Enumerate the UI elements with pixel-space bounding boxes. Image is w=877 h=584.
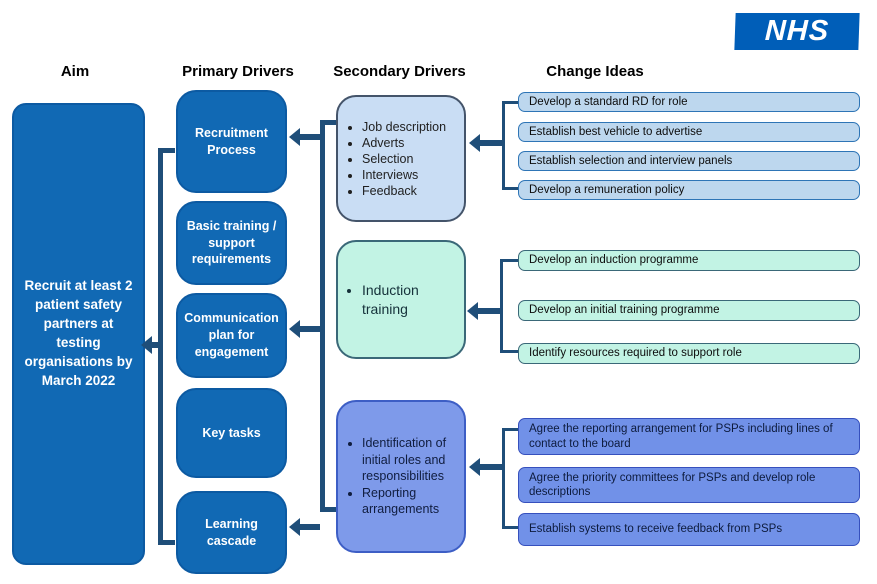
change-idea-bar: Establish systems to receive feedback fr… xyxy=(518,513,860,546)
arrow-to-learning-cascade-icon xyxy=(289,518,320,536)
primary-driver-basic-training: Basic training / support requirements xyxy=(176,201,287,285)
arrow-to-recruitment-icon xyxy=(289,128,320,146)
bullet-list: Identification of initial roles and resp… xyxy=(338,434,464,518)
bullet-item: Induction training xyxy=(362,281,460,319)
primary-driver-label: Communication plan for engagement xyxy=(184,311,279,359)
column-header-primary: Primary Drivers xyxy=(182,63,294,80)
column-header-change: Change Ideas xyxy=(546,63,644,80)
aim-text: Recruit at least 2 patient safety partne… xyxy=(24,278,133,388)
bullet-list: Induction training xyxy=(338,281,464,319)
primary-driver-label: Recruitment Process xyxy=(195,125,268,157)
bullet-item: Feedback xyxy=(362,184,460,198)
bullet-item: Identification of initial roles and resp… xyxy=(362,435,460,484)
bullet-item: Selection xyxy=(362,152,460,166)
bullet-item: Interviews xyxy=(362,168,460,182)
bracket-change-group3 xyxy=(502,428,518,529)
primary-driver-key-tasks: Key tasks xyxy=(176,388,287,478)
primary-driver-label: Key tasks xyxy=(202,425,261,440)
secondary-driver-recruitment-list: Job description Adverts Selection Interv… xyxy=(336,95,466,222)
change-idea-bar: Identify resources required to support r… xyxy=(518,343,860,364)
bullet-item: Adverts xyxy=(362,136,460,150)
bracket-change-group1 xyxy=(502,101,518,190)
arrow-to-aim-icon xyxy=(141,336,158,354)
change-idea-bar: Establish best vehicle to advertise xyxy=(518,122,860,142)
secondary-driver-induction: Induction training xyxy=(336,240,466,359)
bullet-list: Job description Adverts Selection Interv… xyxy=(338,118,464,200)
primary-driver-label: Basic training / support requirements xyxy=(186,218,277,267)
secondary-driver-roles-reporting: Identification of initial roles and resp… xyxy=(336,400,466,553)
change-idea-bar: Develop an initial training programme xyxy=(518,300,860,321)
arrow-to-secondary3-icon xyxy=(469,458,502,476)
change-idea-bar: Agree the priority committees for PSPs a… xyxy=(518,467,860,503)
column-header-secondary: Secondary Drivers xyxy=(333,63,466,80)
primary-driver-learning-cascade: Learning cascade xyxy=(176,491,287,574)
aim-box: Recruit at least 2 patient safety partne… xyxy=(12,103,145,565)
change-idea-bar: Agree the reporting arrangement for PSPs… xyxy=(518,418,860,455)
primary-driver-label: Learning cascade xyxy=(205,516,258,548)
change-idea-bar: Develop a standard RD for role xyxy=(518,92,860,112)
bracket-change-group2 xyxy=(500,259,518,353)
bracket-primary-to-aim xyxy=(158,148,175,545)
nhs-logo: NHS xyxy=(734,13,860,50)
primary-driver-recruitment: Recruitment Process xyxy=(176,90,287,193)
arrow-to-secondary2-icon xyxy=(467,302,500,320)
change-idea-bar: Establish selection and interview panels xyxy=(518,151,860,171)
change-idea-bar: Develop an induction programme xyxy=(518,250,860,271)
column-header-aim: Aim xyxy=(60,63,90,80)
bullet-item: Job description xyxy=(362,120,460,134)
arrow-to-communication-icon xyxy=(289,320,320,338)
arrow-to-secondary1-icon xyxy=(469,134,502,152)
primary-driver-communication: Communication plan for engagement xyxy=(176,293,287,378)
bullet-item: Reporting arrangements xyxy=(362,485,460,518)
change-idea-bar: Develop a remuneration policy xyxy=(518,180,860,200)
bracket-secondary-to-primary xyxy=(320,120,336,512)
